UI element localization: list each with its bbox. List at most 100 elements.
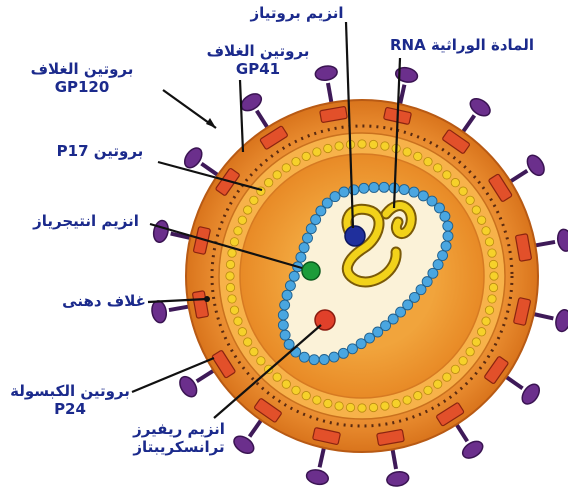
capsid-bead bbox=[284, 339, 294, 349]
p17-dot bbox=[369, 403, 377, 411]
p17-dot bbox=[346, 403, 354, 411]
p17-dot bbox=[414, 391, 422, 399]
p17-dot bbox=[424, 386, 432, 394]
capsid-bead bbox=[409, 187, 419, 197]
p17-dot bbox=[403, 396, 411, 404]
capsid-bead bbox=[347, 344, 357, 354]
p17-dot bbox=[226, 260, 234, 268]
gp120-knob bbox=[386, 470, 410, 488]
p17-dot bbox=[472, 338, 480, 346]
capsid-bead bbox=[379, 182, 389, 192]
capsid-bead bbox=[282, 290, 292, 300]
gp120-knob bbox=[467, 95, 493, 119]
p17-dot bbox=[434, 380, 442, 388]
capsid-bead bbox=[356, 339, 366, 349]
label-rt-line2: ترانسكريبتاز bbox=[120, 438, 238, 456]
p17-dot bbox=[230, 306, 238, 314]
p17-dot bbox=[451, 178, 459, 186]
p17-dot bbox=[466, 196, 474, 204]
label-lipid-text: غلاف دهنى bbox=[60, 292, 148, 310]
p17-dot bbox=[424, 157, 432, 165]
p17-dot bbox=[324, 144, 332, 152]
p17-dot bbox=[414, 152, 422, 160]
label-p17: بروتين P17 bbox=[44, 142, 156, 160]
p17-dot bbox=[472, 206, 480, 214]
p17-dot bbox=[250, 196, 258, 204]
p17-dot bbox=[250, 348, 258, 356]
p17-dot bbox=[313, 396, 321, 404]
label-p24-line1: بروتين الكبسولة bbox=[2, 382, 138, 400]
integrase-enzyme bbox=[302, 262, 320, 280]
pointer-p24 bbox=[132, 358, 214, 392]
gp120-knob bbox=[524, 152, 548, 178]
p17-dot bbox=[230, 238, 238, 246]
gp120-knob bbox=[181, 145, 205, 171]
capsid-bead bbox=[309, 355, 319, 365]
capsid-bead bbox=[443, 231, 453, 241]
p17-dot bbox=[282, 380, 290, 388]
p17-dot bbox=[459, 357, 467, 365]
gp120-knob bbox=[152, 219, 170, 244]
label-lipid: غلاف دهنى bbox=[60, 292, 148, 310]
gp120-knob bbox=[460, 438, 486, 462]
p17-dot bbox=[302, 152, 310, 160]
capsid-bead bbox=[338, 348, 348, 358]
p17-dot bbox=[313, 148, 321, 156]
capsid-bead bbox=[296, 252, 306, 262]
capsid-bead bbox=[441, 241, 451, 251]
label-gp120-line2: GP120 bbox=[12, 78, 152, 96]
p17-dot bbox=[381, 142, 389, 150]
capsid-bead bbox=[433, 260, 443, 270]
p17-dot bbox=[238, 216, 246, 224]
p17-dot bbox=[369, 140, 377, 148]
capsid-bead bbox=[303, 233, 313, 243]
p17-dot bbox=[335, 142, 343, 150]
p17-dot bbox=[234, 317, 242, 325]
capsid-bead bbox=[330, 192, 340, 202]
label-rna-text: المادة الوراثية RNA bbox=[372, 36, 552, 54]
label-rt-line1: انزيم ريفيرز bbox=[120, 420, 238, 438]
gp120-knob bbox=[519, 381, 543, 407]
label-gp41-line2: GP41 bbox=[198, 60, 318, 78]
capsid-bead bbox=[278, 310, 288, 320]
label-rt: انزيم ريفيرز ترانسكريبتاز bbox=[120, 420, 238, 456]
p17-dot bbox=[243, 206, 251, 214]
gp120-knob bbox=[556, 228, 568, 252]
p17-dot bbox=[335, 402, 343, 410]
capsid-bead bbox=[280, 300, 290, 310]
capsid-bead bbox=[399, 185, 409, 195]
capsid-bead bbox=[329, 352, 339, 362]
capsid-bead bbox=[306, 224, 316, 234]
p17-dot bbox=[392, 399, 400, 407]
label-integrase-text: انزيم انتيجرياز bbox=[22, 212, 150, 230]
gp120-knob bbox=[554, 308, 568, 333]
p17-dot bbox=[238, 328, 246, 336]
capsid-bead bbox=[440, 211, 450, 221]
p17-dot bbox=[488, 249, 496, 257]
p17-dot bbox=[443, 171, 451, 179]
p17-dot bbox=[477, 216, 485, 224]
capsid-bead bbox=[349, 185, 359, 195]
capsid-bead bbox=[443, 221, 453, 231]
label-gp120-line1: بروتين الغلاف bbox=[12, 60, 152, 78]
p17-dot bbox=[324, 399, 332, 407]
label-gp41: بروتين الغلاف GP41 bbox=[198, 42, 318, 78]
capsid-bead bbox=[299, 243, 309, 253]
p17-dot bbox=[490, 272, 498, 280]
p17-dot bbox=[451, 365, 459, 373]
p17-dot bbox=[292, 157, 300, 165]
p17-dot bbox=[273, 171, 281, 179]
p17-dot bbox=[282, 164, 290, 172]
p17-dot bbox=[273, 373, 281, 381]
p17-dot bbox=[228, 249, 236, 257]
p17-dot bbox=[489, 283, 497, 291]
p17-dot bbox=[226, 283, 234, 291]
p17-dot bbox=[381, 402, 389, 410]
capsid-bead bbox=[319, 354, 329, 364]
label-p17-text: بروتين P17 bbox=[44, 142, 156, 160]
p17-dot bbox=[292, 386, 300, 394]
p17-dot bbox=[477, 328, 485, 336]
protease-enzyme bbox=[345, 226, 365, 246]
p17-dot bbox=[228, 295, 236, 303]
